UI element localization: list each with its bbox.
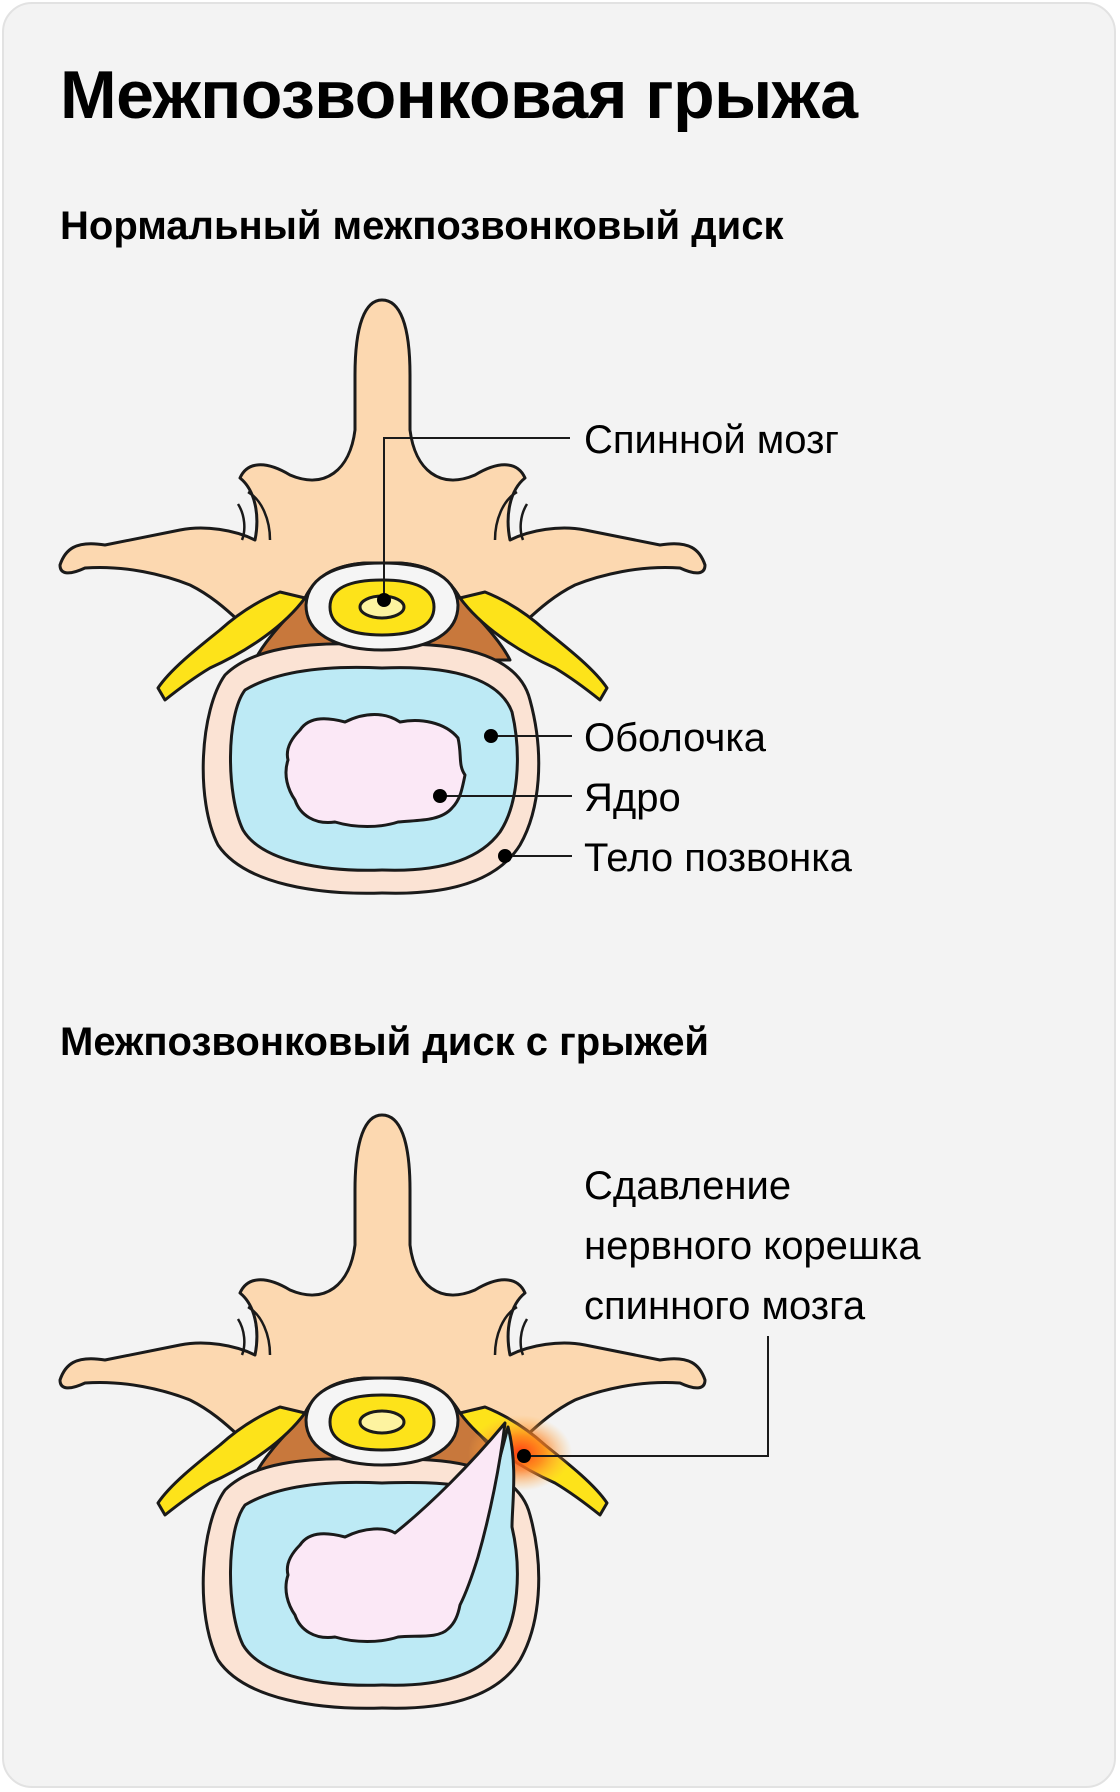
label-annulus: Оболочка (584, 716, 767, 760)
label-compression-line-2: нервного корешка (584, 1224, 921, 1268)
facet-line-left (236, 490, 272, 541)
label-nucleus: Ядро (584, 776, 681, 820)
normal-leader-dots (377, 593, 512, 863)
dot-compression (517, 1449, 531, 1463)
dot-annulus (484, 729, 498, 743)
nucleus (284, 713, 467, 828)
spinal-cord-inner (358, 1409, 406, 1435)
facet-line-right (493, 1305, 529, 1356)
dot-vertebral-body (498, 849, 512, 863)
facet-line-right (493, 490, 529, 541)
nerve-right (458, 590, 609, 702)
dot-nucleus (433, 789, 447, 803)
nerve-left (156, 1405, 307, 1517)
section-normal-subtitle: Нормальный межпозвонковый диск (60, 204, 784, 248)
dot-spinal-cord (377, 593, 391, 607)
section-herniated-subtitle: Межпозвонковый диск с грыжей (60, 1020, 710, 1064)
leader-spinal-cord (383, 437, 570, 600)
normal-vertebra (58, 298, 707, 895)
page-title: Межпозвонковая грыжа (60, 57, 858, 133)
herniated-vertebra (58, 1113, 707, 1710)
label-spinal-cord: Спинной мозг (584, 418, 839, 462)
facet-line-left (236, 1305, 272, 1356)
nerve-left (156, 590, 307, 702)
leader-compression (524, 1336, 769, 1457)
label-vertebral-body: Тело позвонка (584, 836, 852, 880)
label-compression-line-3: спинного мозга (584, 1284, 866, 1328)
nucleus-herniated (284, 1421, 507, 1643)
normal-leader-lines (383, 437, 572, 857)
label-compression-line-1: Сдавление (584, 1164, 792, 1208)
